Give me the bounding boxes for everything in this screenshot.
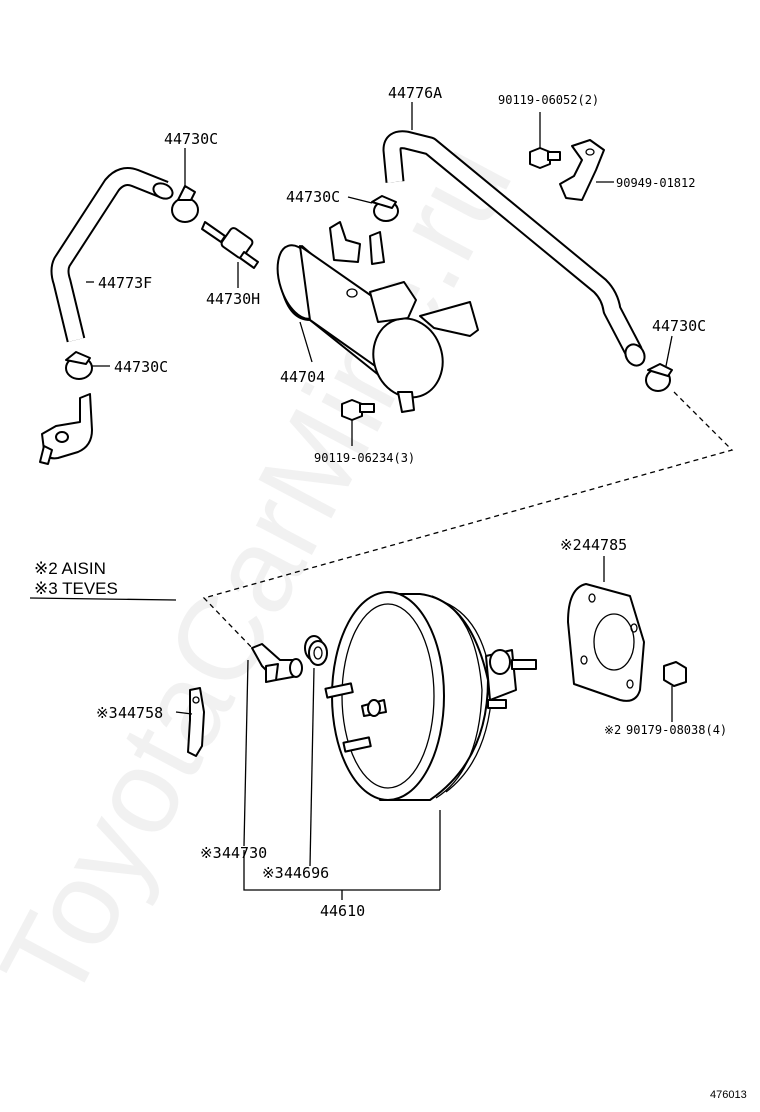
label-hose-44776a: 44776A bbox=[388, 84, 442, 102]
gasket-44785 bbox=[567, 583, 645, 702]
vacuum-line-connection bbox=[202, 391, 734, 653]
clamp-44730c-right bbox=[645, 363, 673, 392]
label-gasket-prefix: ※2 bbox=[560, 536, 582, 554]
label-clamp-lower-left: 44730C bbox=[114, 358, 168, 376]
bolt-90119-06052 bbox=[529, 112, 561, 169]
label-booster-44610: 44610 bbox=[320, 902, 365, 920]
label-bolt-90119-06234: 90119-06234(3) bbox=[314, 451, 415, 465]
label-bolt-90119-06052: 90119-06052(2) bbox=[498, 93, 599, 107]
clamp-44730c-middle bbox=[371, 195, 399, 222]
nut-90179-08038 bbox=[663, 661, 687, 722]
leader-lines bbox=[29, 102, 673, 900]
union-44730 bbox=[251, 643, 303, 683]
label-gasket-44785: 44785 bbox=[582, 536, 627, 554]
label-bracket-90949-01812: 90949-01812 bbox=[616, 176, 695, 190]
label-union-prefix: ※3 bbox=[200, 844, 222, 862]
label-bracket-44758: 44758 bbox=[118, 704, 163, 722]
grommet-44696 bbox=[304, 635, 328, 666]
clamp-44730c-lower-left bbox=[65, 351, 93, 380]
bolt-90119-06234 bbox=[341, 399, 375, 446]
clamp-44730c-top-left bbox=[171, 185, 199, 223]
vacuum-tank-44704 bbox=[276, 221, 479, 413]
label-bracket-prefix: ※3 bbox=[96, 704, 118, 722]
hose-44773f bbox=[50, 167, 174, 343]
label-clamp-right: 44730C bbox=[652, 317, 706, 335]
bracket-44758 bbox=[187, 687, 205, 757]
brake-booster-44610 bbox=[324, 591, 537, 801]
label-clamp-middle: 44730C bbox=[286, 188, 340, 206]
label-grommet-44696: 44696 bbox=[284, 864, 329, 882]
label-grommet-prefix: ※3 bbox=[262, 864, 284, 882]
label-clamp-top-left: 44730C bbox=[164, 130, 218, 148]
legend-teves: ※3 TEVES bbox=[34, 579, 118, 598]
label-union-44730: 44730 bbox=[222, 844, 267, 862]
figure-reference: 476013 bbox=[710, 1089, 747, 1101]
vacuum-fitting-lower-left bbox=[39, 393, 93, 465]
label-check-valve-44730h: 44730H bbox=[206, 290, 260, 308]
label-vacuum-tank-44704: 44704 bbox=[280, 368, 325, 386]
legend-aisin: ※2 AISIN bbox=[34, 559, 106, 578]
check-valve-44730h bbox=[201, 221, 259, 269]
hose-44776a bbox=[382, 130, 646, 367]
bracket-90949-01812 bbox=[559, 139, 605, 201]
label-nut-prefix: ※2 bbox=[604, 723, 621, 737]
label-hose-44773f: 44773F bbox=[98, 274, 152, 292]
label-nut-90179-08038: 90179-08038(4) bbox=[626, 723, 727, 737]
